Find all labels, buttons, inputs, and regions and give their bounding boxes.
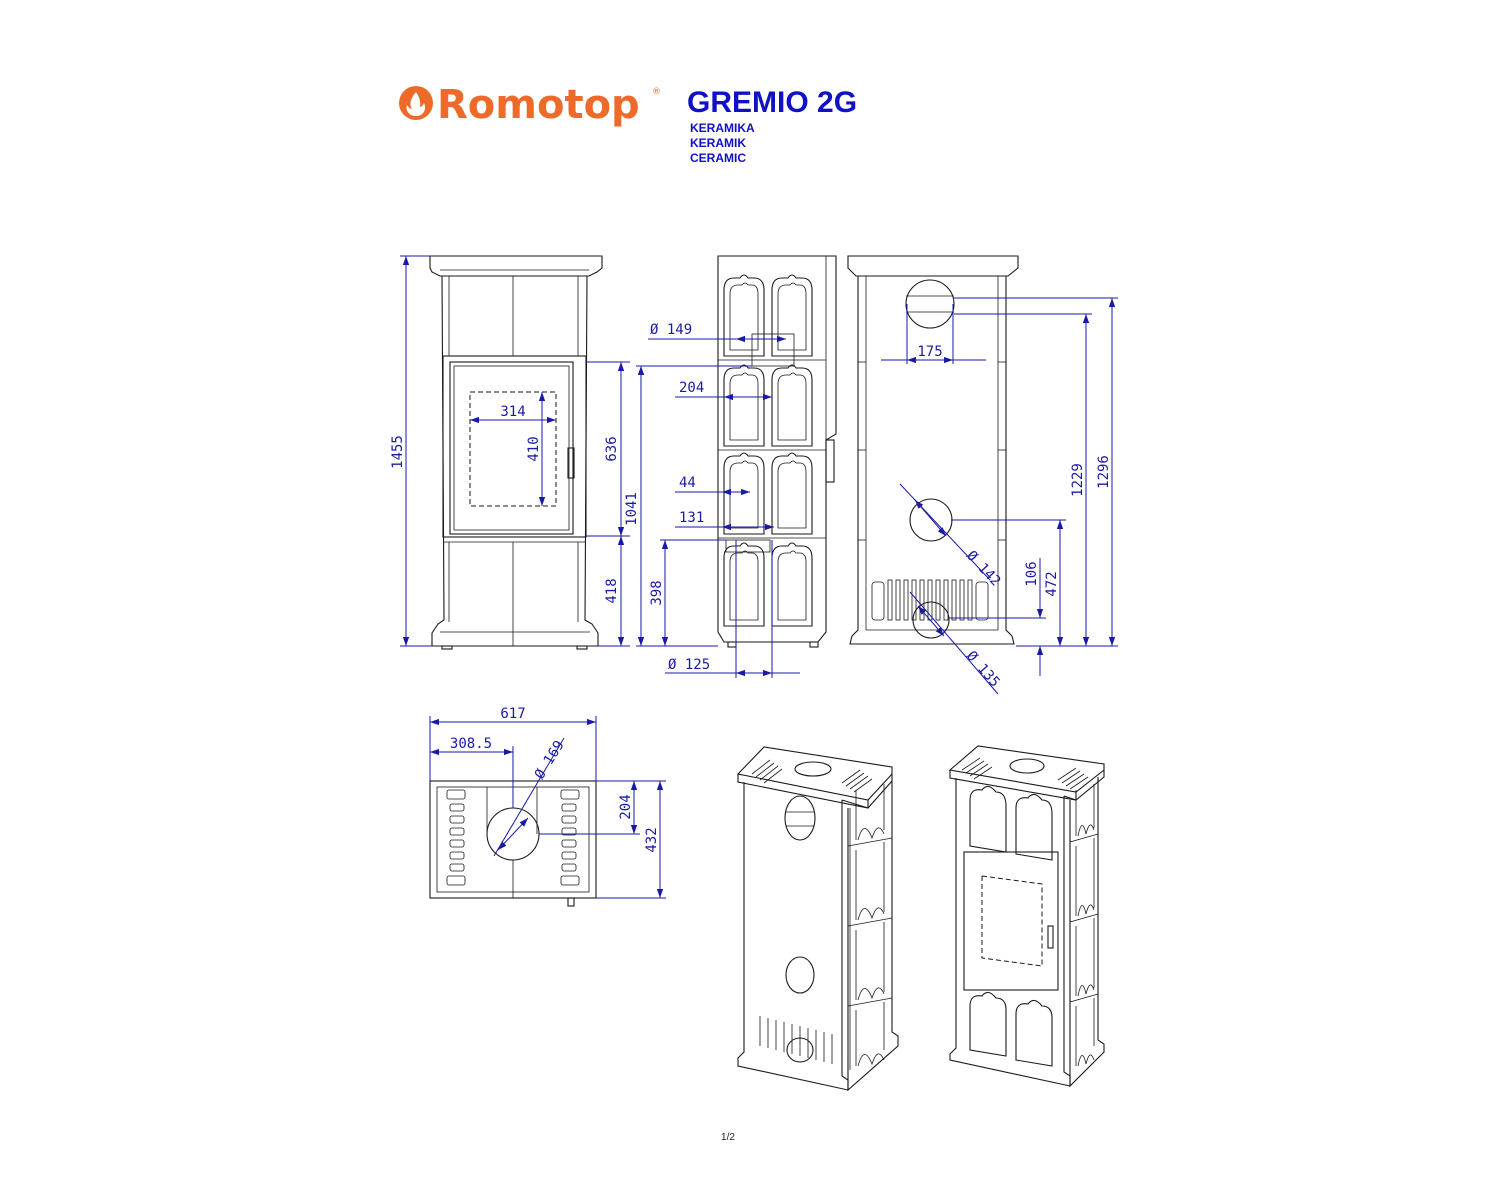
top-view (429, 780, 597, 907)
back-dimensions: 175 1229 1296 472 106 Ø 142 Ø 135 (881, 297, 1118, 695)
dim-top-half-width: 308.5 (450, 736, 492, 752)
dim-side-offset-a: 204 (679, 380, 704, 396)
top-vents-right (560, 789, 580, 886)
subtitle-en: CERAMIC (690, 151, 746, 165)
back-air-slots (871, 579, 989, 621)
dim-side-outlet-dia: Ø 149 (650, 322, 692, 338)
dim-top-width: 617 (500, 706, 525, 722)
dim-side-height-a: 1041 (624, 492, 640, 526)
front-view (429, 255, 603, 650)
dim-base-height: 418 (604, 578, 620, 603)
dim-back-outlet-width: 175 (917, 344, 942, 360)
dim-side-inlet-dia: Ø 125 (668, 657, 710, 673)
dim-side-offset-c: 131 (679, 510, 704, 526)
side-tile-arches (723, 274, 813, 627)
top-dimensions: 617 308.5 Ø 169 204 432 (429, 706, 666, 899)
dim-back-inlet-dia: Ø 135 (963, 648, 1003, 690)
registered-mark: ® (652, 87, 661, 97)
page-number: 1/2 (721, 1132, 735, 1143)
flame-icon (399, 86, 433, 120)
subtitle-cz: KERAMIKA (690, 121, 755, 135)
dim-side-offset-b: 44 (679, 475, 696, 491)
subtitle-de: KERAMIK (690, 136, 746, 150)
brand-logo: Romotop ® (399, 82, 661, 128)
brand-name: Romotop (437, 82, 640, 128)
front-dimensions: 1455 636 418 314 410 (390, 255, 630, 647)
dim-total-height: 1455 (390, 435, 406, 469)
dim-top-outlet-dia: Ø 169 (532, 738, 568, 782)
product-title: GREMIO 2G (687, 86, 857, 119)
dim-back-outlet-dia: Ø 142 (963, 548, 1003, 590)
dim-back-height-d: 472 (1044, 571, 1060, 596)
isometric-front-view (948, 745, 1105, 1088)
dim-back-height-a: 1229 (1070, 463, 1086, 497)
dim-door-height: 636 (604, 436, 620, 461)
isometric-rear-view (736, 746, 899, 1092)
dim-top-depth-a: 204 (618, 794, 634, 819)
dim-side-height-b: 398 (649, 580, 665, 605)
side-view (717, 255, 837, 648)
top-vents-left (446, 789, 466, 886)
back-view (847, 255, 1019, 645)
dim-back-height-c: 106 (1024, 561, 1040, 586)
dim-top-depth-b: 432 (644, 827, 660, 852)
dim-window-height: 410 (526, 436, 542, 461)
side-dimensions: Ø 149 204 44 131 1041 398 Ø 125 (624, 322, 800, 678)
dim-back-height-b: 1296 (1096, 455, 1112, 489)
dim-window-width: 314 (500, 404, 525, 420)
